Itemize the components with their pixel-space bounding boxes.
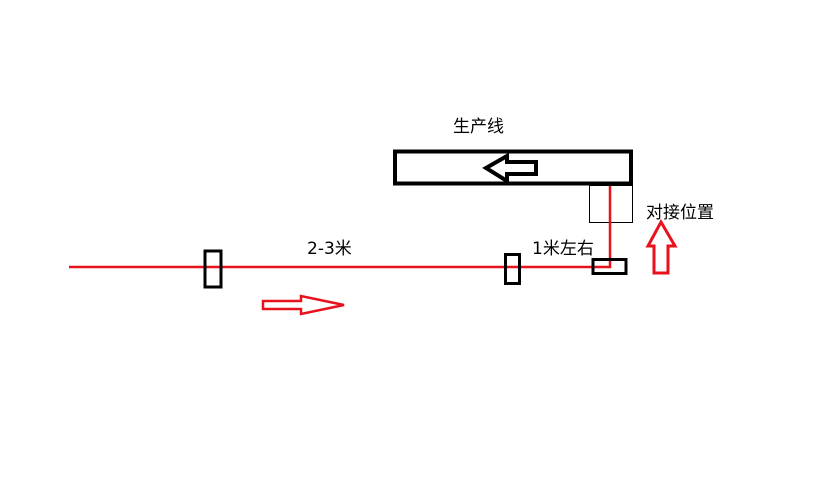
station-end [591,258,628,275]
track-direction-arrow [261,294,345,316]
production-line-box [393,149,633,186]
distance-short-label: 1米左右 [532,239,594,259]
production-direction-arrow [482,152,538,185]
docking-position-label: 对接位置 [646,203,714,223]
station-2 [504,253,521,285]
distance-long-label: 2-3米 [307,239,352,259]
station-1 [203,249,223,289]
docking-up-arrow [645,218,678,275]
production-line-label: 生产线 [453,117,504,137]
